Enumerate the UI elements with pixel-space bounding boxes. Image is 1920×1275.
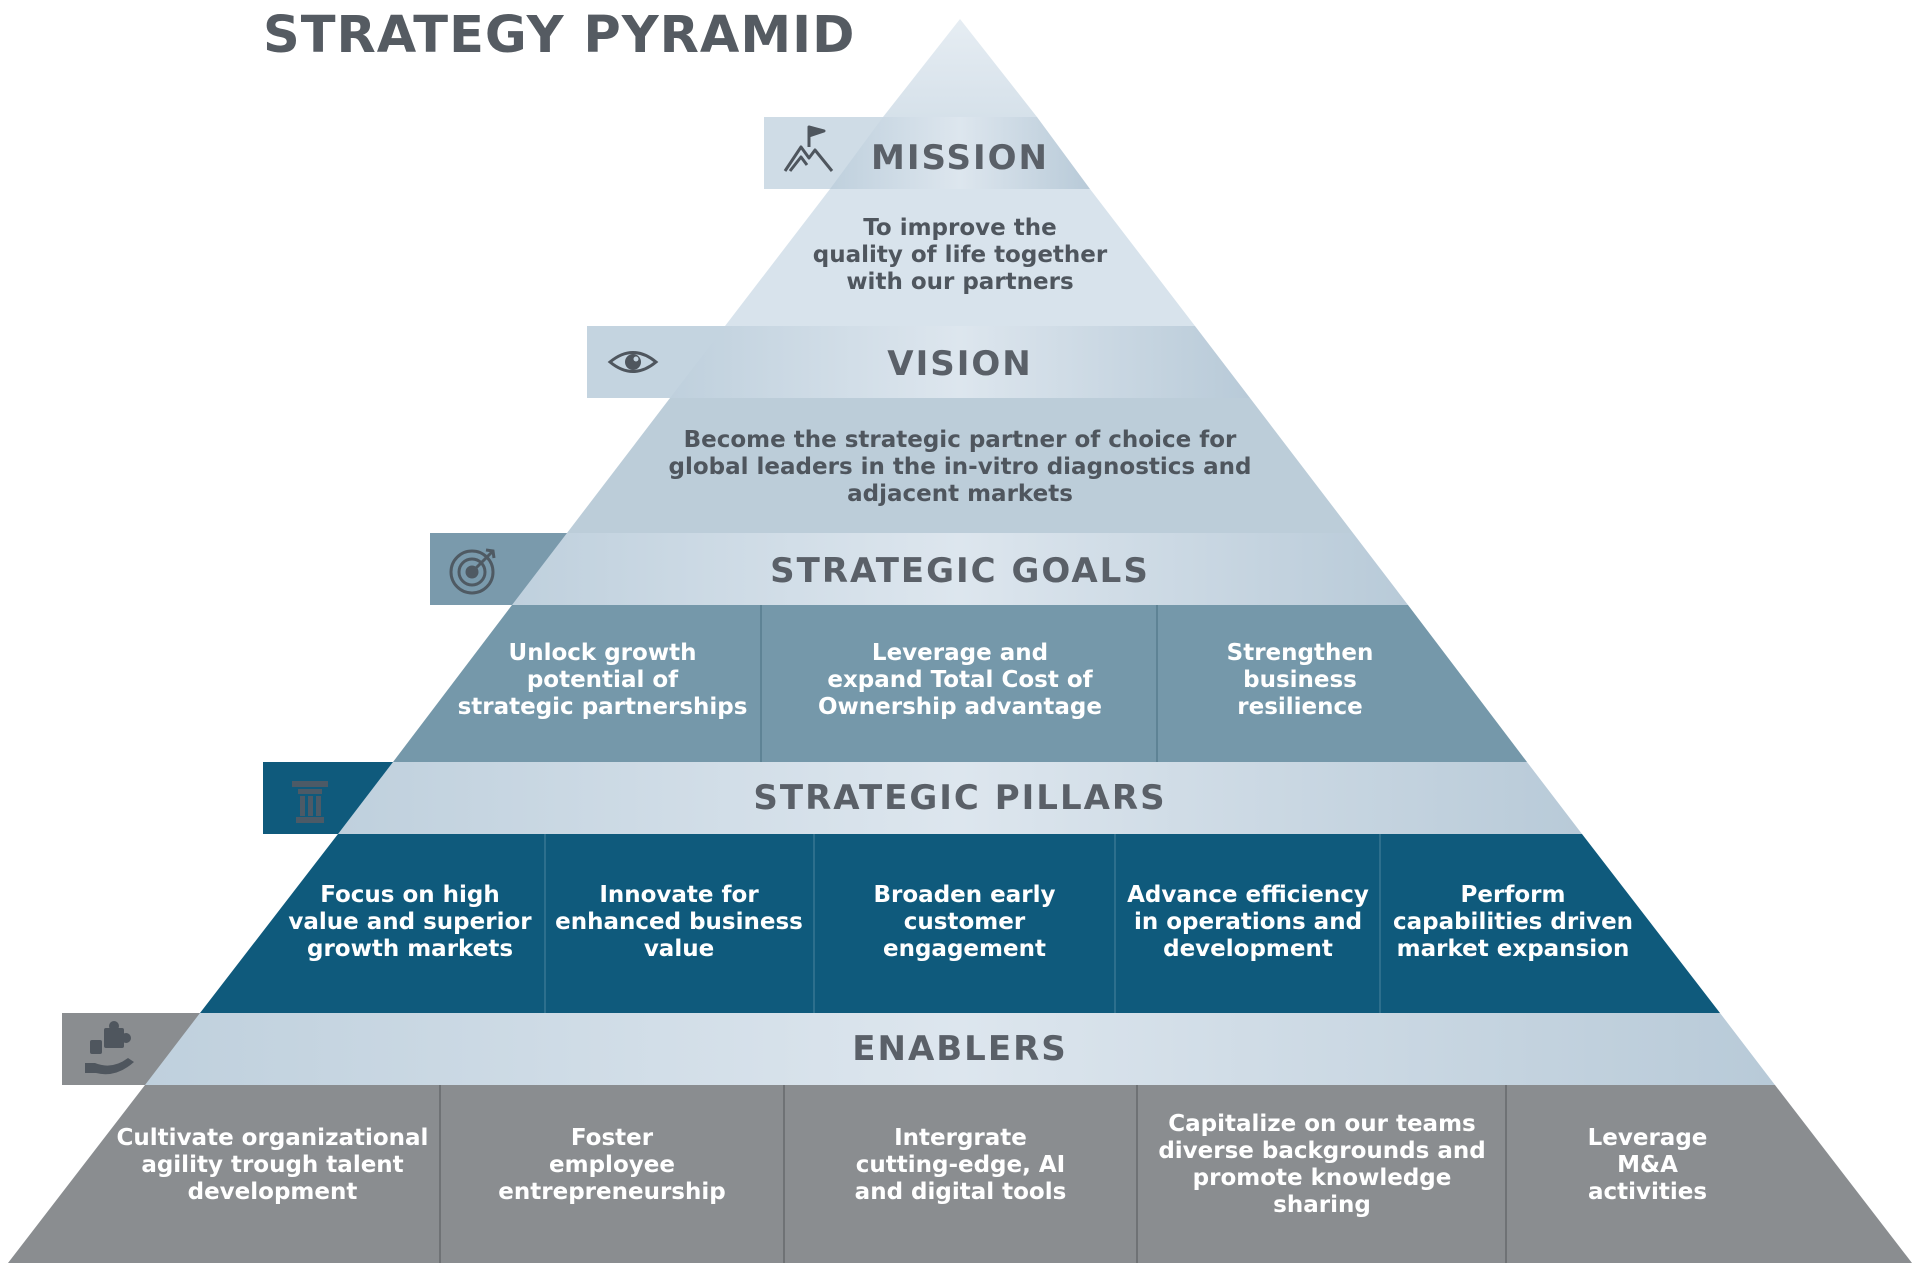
pillar-item: Perform capabilities driven market expan…: [1392, 881, 1634, 962]
pillar-icon: [292, 781, 328, 823]
enablers-row: [8, 1085, 1912, 1263]
vision-statement: Become the strategic partner of choice f…: [668, 427, 1252, 507]
page-title: STRATEGY PYRAMID: [263, 6, 856, 65]
enablers-header-band: [145, 1013, 1775, 1085]
enabler-item: Leverage M&A activities: [1587, 1124, 1708, 1205]
pillar-item: Focus on high value and superior growth …: [288, 881, 532, 962]
pyramid-tip: [883, 19, 1037, 117]
pillar-item: Broaden early customer engagement: [873, 881, 1056, 962]
vision-content-block: [567, 398, 1353, 533]
mission-statement: To improve the quality of life together …: [812, 214, 1108, 295]
goals-header-band: [512, 533, 1408, 605]
eye-icon: [607, 351, 659, 373]
pillars-header: STRATEGIC PILLARS: [753, 778, 1167, 818]
pillars-header-band: [338, 762, 1582, 834]
goals-row: [393, 605, 1527, 762]
goal-item: Strengthen business resilience: [1226, 639, 1374, 720]
pillar-item: Advance efficiency in operations and dev…: [1127, 881, 1369, 962]
vision-header: VISION: [887, 344, 1033, 384]
mission-content-block: [725, 189, 1195, 326]
enablers-header: ENABLERS: [852, 1029, 1068, 1069]
vision-header-band: [670, 326, 1250, 398]
goals-header: STRATEGIC GOALS: [770, 551, 1150, 591]
pillar-item: Innovate for enhanced business value: [555, 881, 803, 962]
enabler-item: Intergrate cutting-edge, AI and digital …: [854, 1124, 1067, 1205]
mission-header-band: [830, 117, 1090, 189]
enabler-item: Foster employee entrepreneurship: [498, 1124, 726, 1205]
goal-item: Unlock growth potential of strategic par…: [457, 639, 748, 720]
enabler-item: Capitalize on our teams diverse backgrou…: [1158, 1111, 1486, 1218]
goal-item: Leverage and expand Total Cost of Owners…: [818, 639, 1102, 720]
mountain-flag-icon: [783, 125, 834, 172]
mission-header: MISSION: [871, 138, 1049, 178]
target-icon: [449, 548, 496, 595]
pillars-row: [200, 834, 1720, 1013]
hand-puzzle-icon: [85, 1021, 134, 1075]
enabler-item: Cultivate organizational agility trough …: [116, 1124, 429, 1205]
